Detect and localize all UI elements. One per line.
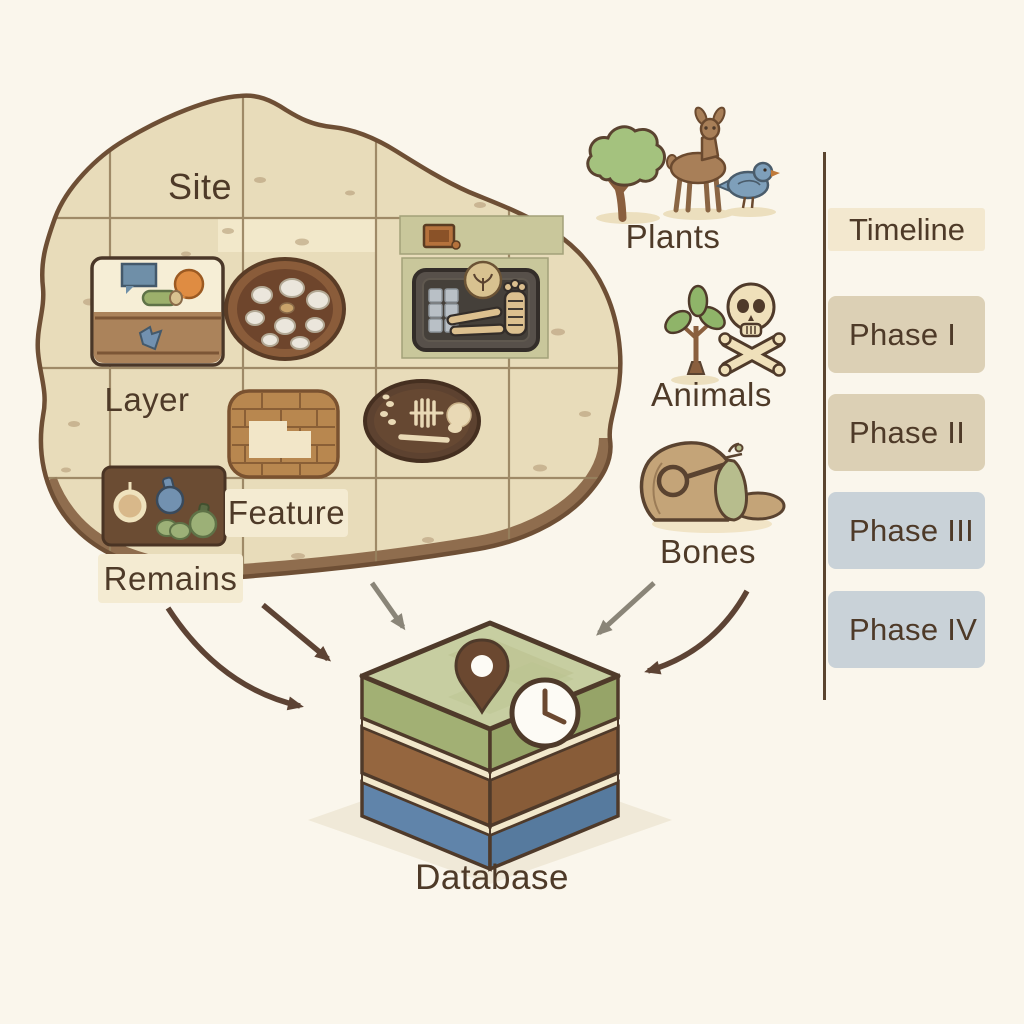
green-sherds-icon [156,519,191,540]
bones-icons [639,441,786,533]
bones-label: Bones [659,533,757,570]
arrow-from-map-left [261,602,332,662]
feature-label: Feature [225,489,348,537]
database-label: Database [415,858,569,897]
remains-label: Remains [98,554,243,603]
arrow-from-map-center [369,581,406,631]
site-label: Site [167,166,233,207]
soil-band [39,437,617,578]
arrow-from-bones [596,581,656,636]
timeline-phase-2: Phase II [828,394,985,471]
burial-feature [363,379,481,463]
database-stack [308,620,672,884]
arrows [165,581,750,711]
timeline-phase-3: Phase III [828,492,985,569]
slate-icon [120,262,158,288]
brick-feature [227,389,340,479]
clock-icon [509,677,581,749]
location-pin-icon [454,638,510,715]
ring-artifact-icon [113,489,147,523]
pouch-icon [714,442,748,522]
timeline-phase-1: Phase I [828,296,985,373]
deer-icon [666,106,727,213]
arrow-from-timeline [644,589,750,675]
timeline-header: Timeline [828,208,985,251]
skull-crossbones-icon [718,282,786,377]
excavation-tray-tile [399,215,564,359]
site-map [35,93,623,580]
timeline-phase-4: Phase IV [828,591,985,668]
animals-icons [664,282,786,385]
arrow-from-remains [165,606,304,711]
blue-flask-icon [155,476,185,515]
plants-label: Plants [625,218,721,255]
frame-icon [422,223,461,250]
pot-sherd-icon [173,268,205,300]
tree-icon [586,125,666,222]
bird-icon [715,161,780,209]
timeline-axis [823,152,826,700]
arrowhead-artifact-icon [138,325,163,351]
green-bottle-icon [188,502,218,539]
plants-icons [586,106,780,224]
artifact-tile [90,256,225,367]
pit-feature [224,257,346,361]
skull-in-burial-icon [446,402,472,428]
remains-tile [101,465,227,547]
layer-label: Layer [104,381,190,418]
animals-label: Animals [651,376,772,413]
seedling-icon [664,284,726,375]
